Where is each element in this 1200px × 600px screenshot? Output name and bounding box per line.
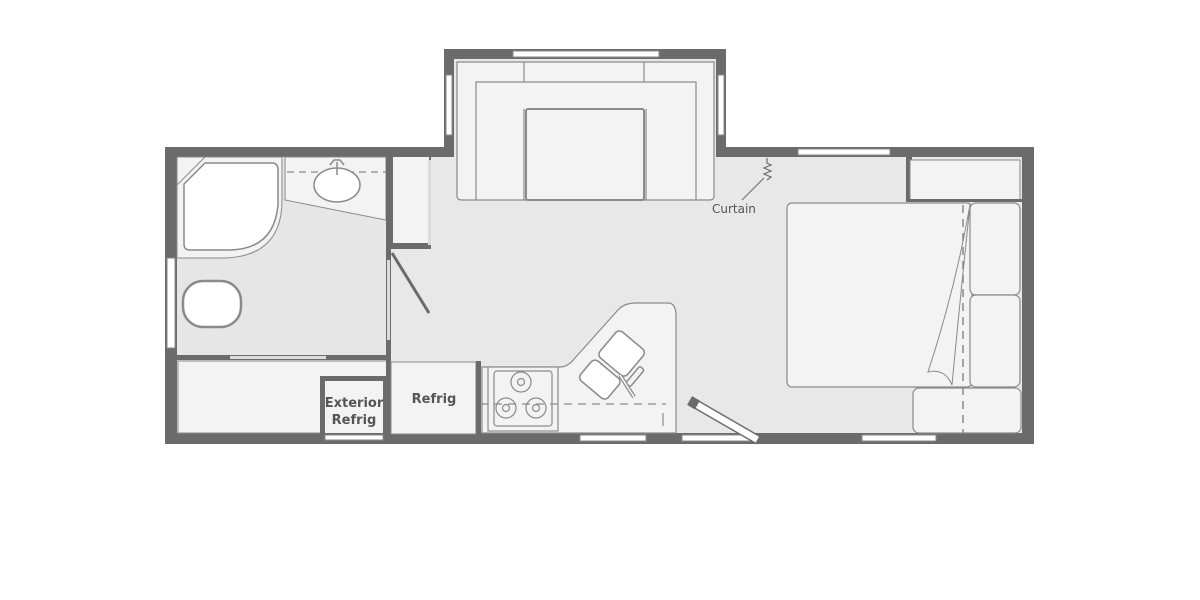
stove bbox=[487, 366, 559, 432]
ottoman bbox=[525, 108, 645, 201]
entry-door bbox=[687, 396, 762, 445]
exterior-refrig-box bbox=[325, 381, 383, 433]
bathroom bbox=[176, 156, 391, 360]
bathroom-door bbox=[390, 252, 431, 314]
bedroom-wardrobe bbox=[909, 159, 1021, 201]
window-bedroom-top bbox=[797, 148, 891, 156]
window-slide-right bbox=[717, 74, 725, 136]
nightstand-top bbox=[969, 202, 1021, 296]
kitchen-sink bbox=[578, 330, 646, 400]
window-kitchen-bottom bbox=[579, 434, 647, 442]
curtain: Curtain bbox=[712, 158, 773, 216]
refrig-label: Refrig bbox=[412, 392, 457, 407]
wardrobe bbox=[390, 157, 431, 314]
exterior-refrig-label-1: Exterior bbox=[325, 396, 384, 411]
bedroom bbox=[786, 157, 1022, 434]
front-storage: Exterior Refrig bbox=[177, 360, 391, 435]
kitchen: Refrig bbox=[390, 302, 677, 435]
nightstand-bottom bbox=[969, 294, 1021, 388]
window-bath-left bbox=[166, 257, 176, 349]
windows bbox=[166, 50, 937, 442]
toilet bbox=[181, 279, 243, 329]
window-slide-top bbox=[512, 50, 660, 58]
slide-out-sofa bbox=[456, 61, 715, 201]
window-slide-left bbox=[445, 74, 453, 136]
window-bedroom-bottom bbox=[861, 434, 937, 442]
exterior-refrig-label-2: Refrig bbox=[332, 413, 377, 428]
bed bbox=[786, 202, 973, 388]
curtain-label: Curtain bbox=[712, 202, 756, 216]
window-ext-refrig bbox=[324, 434, 384, 441]
bed-foot-cabinet bbox=[912, 387, 1022, 434]
